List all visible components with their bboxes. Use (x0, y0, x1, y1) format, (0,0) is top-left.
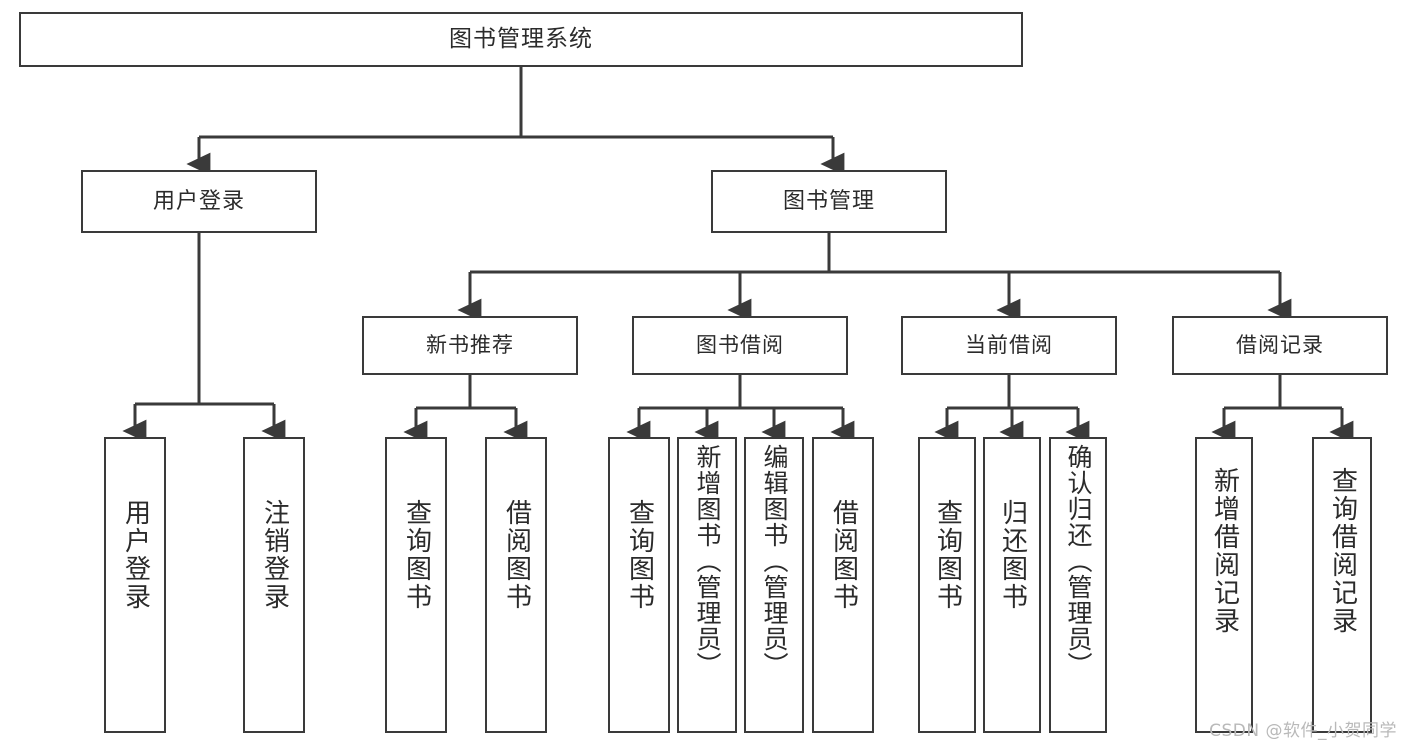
leaf-edit-book-label: 编辑图书（管理员） (760, 444, 789, 678)
leaf-add-book[interactable]: 新增图书（管理员） (677, 437, 737, 733)
leaf-confirm-return[interactable]: 确认归还（管理员） (1049, 437, 1107, 733)
node-root-label: 图书管理系统 (449, 26, 593, 53)
leaf-query-record[interactable]: 查询借阅记录 (1312, 437, 1372, 733)
node-book-manage[interactable]: 图书管理 (711, 170, 947, 233)
leaf-confirm-return-label: 确认归还（管理员） (1064, 444, 1093, 678)
node-new-book-recommend[interactable]: 新书推荐 (362, 316, 578, 375)
leaf-query-book-3[interactable]: 查询图书 (918, 437, 976, 733)
leaf-add-record[interactable]: 新增借阅记录 (1195, 437, 1253, 733)
leaf-borrow-book-1[interactable]: 借阅图书 (485, 437, 547, 733)
leaf-logout[interactable]: 注销登录 (243, 437, 305, 733)
leaf-borrow-book-1-label: 借阅图书 (501, 499, 532, 611)
leaf-borrow-book-2-label: 借阅图书 (828, 499, 859, 611)
node-current-borrow-label: 当前借阅 (965, 333, 1053, 358)
leaf-query-book-1-label: 查询图书 (401, 499, 432, 611)
leaf-query-record-label: 查询借阅记录 (1327, 467, 1358, 635)
node-user-login[interactable]: 用户登录 (81, 170, 317, 233)
leaf-add-record-label: 新增借阅记录 (1209, 467, 1240, 635)
leaf-logout-label: 注销登录 (259, 499, 290, 611)
leaf-return-book-label: 归还图书 (997, 499, 1028, 611)
leaf-borrow-book-2[interactable]: 借阅图书 (812, 437, 874, 733)
leaf-query-book-2-label: 查询图书 (624, 499, 655, 611)
leaf-user-login[interactable]: 用户登录 (104, 437, 166, 733)
leaf-add-book-label: 新增图书（管理员） (693, 444, 722, 678)
node-book-manage-label: 图书管理 (782, 188, 875, 214)
leaf-query-book-2[interactable]: 查询图书 (608, 437, 670, 733)
node-user-login-label: 用户登录 (152, 188, 245, 214)
node-borrow-record-label: 借阅记录 (1236, 333, 1324, 358)
node-borrow-record[interactable]: 借阅记录 (1172, 316, 1388, 375)
leaf-edit-book[interactable]: 编辑图书（管理员） (744, 437, 804, 733)
node-book-borrow-label: 图书借阅 (696, 333, 784, 358)
leaf-query-book-3-label: 查询图书 (932, 499, 963, 611)
leaf-return-book[interactable]: 归还图书 (983, 437, 1041, 733)
node-root[interactable]: 图书管理系统 (19, 12, 1023, 67)
node-new-book-recommend-label: 新书推荐 (426, 333, 514, 358)
leaf-user-login-label: 用户登录 (120, 499, 151, 611)
leaf-query-book-1[interactable]: 查询图书 (385, 437, 447, 733)
node-current-borrow[interactable]: 当前借阅 (901, 316, 1117, 375)
node-book-borrow[interactable]: 图书借阅 (632, 316, 848, 375)
